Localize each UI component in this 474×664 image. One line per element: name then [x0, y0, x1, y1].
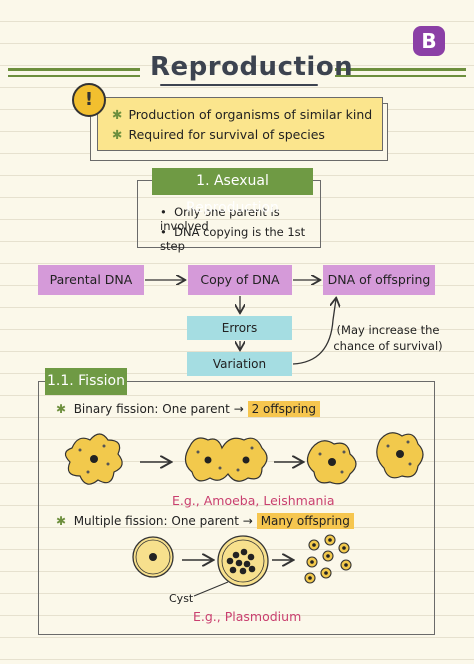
binary-fission-result: 2 offspring [247, 401, 321, 417]
errors-box: Errors [187, 316, 292, 340]
star-bullet-icon: ✱ [112, 127, 123, 142]
asexual-point-1: • Only one parent is involved [160, 205, 320, 233]
intro-box: ✱ Production of organisms of similar kind… [97, 97, 383, 151]
brand-logo: B [413, 26, 445, 56]
asexual-point-2-text: DNA copying is the 1st step [160, 225, 306, 253]
page-title: Reproduction [150, 52, 354, 82]
cyst-label: Cyst [169, 592, 194, 605]
asexual-box: • Only one parent is involved • DNA copy… [137, 180, 321, 253]
binary-fission-line: ✱ Binary fission: One parent → 2 offspri… [56, 401, 321, 417]
copy-dna-box: Copy of DNA [188, 265, 292, 295]
warning-icon: ! [72, 83, 106, 117]
dividing-cell [184, 437, 268, 482]
variation-note-line-1: (May increase the [336, 323, 440, 337]
arrow-right-icon: → [242, 514, 253, 528]
multiple-fission-line: ✱ Multiple fission: One parent → Many of… [56, 513, 354, 529]
multiple-fission-result: Many offspring [256, 513, 354, 529]
offspring-cells [304, 534, 352, 584]
cyst-cell [217, 535, 269, 587]
variation-box: Variation [187, 352, 292, 376]
arrow-variation-to-offspring [292, 299, 336, 365]
binary-example: E.g., Amoeba, Leishmania [172, 493, 335, 508]
asexual-point-1-text: Only one parent is involved [160, 205, 280, 233]
single-cell [132, 536, 174, 578]
title-rule-right-2 [335, 75, 466, 77]
intro-point-1-text: Production of organisms of similar kind [128, 107, 373, 122]
star-bullet-icon: ✱ [56, 402, 67, 416]
asexual-point-2: • DNA copying is the 1st step [160, 225, 306, 253]
title-rule-right [335, 68, 466, 71]
title-rule-left [8, 68, 140, 71]
variation-note: (May increase the chance of survival) [333, 322, 443, 354]
fission-box [38, 381, 435, 635]
cyst-pointer [193, 581, 229, 597]
daughter-cell-2 [376, 432, 424, 479]
multiple-example: E.g., Plasmodium [193, 609, 302, 624]
intro-point-2-text: Required for survival of species [128, 127, 325, 142]
intro-point-2: ✱ Required for survival of species [112, 127, 325, 142]
fission-heading: 1.1. Fission [45, 368, 127, 395]
parental-dna-box: Parental DNA [38, 265, 144, 295]
daughter-cell-1 [306, 440, 357, 485]
variation-note-line-2: chance of survival) [333, 339, 443, 353]
star-bullet-icon: ✱ [56, 514, 67, 528]
amoeba-cell [64, 433, 123, 485]
title-rule-left-2 [8, 75, 140, 77]
arrow-right-icon: → [233, 402, 244, 416]
asexual-heading: 1. Asexual Reproduction [152, 168, 313, 216]
intro-point-1: ✱ Production of organisms of similar kind [112, 107, 372, 122]
multiple-fission-label: Multiple fission: One parent [73, 514, 239, 528]
binary-fission-label: Binary fission: One parent [73, 402, 230, 416]
star-bullet-icon: ✱ [112, 107, 123, 122]
title-underline [160, 84, 318, 86]
offspring-dna-box: DNA of offspring [323, 265, 435, 295]
